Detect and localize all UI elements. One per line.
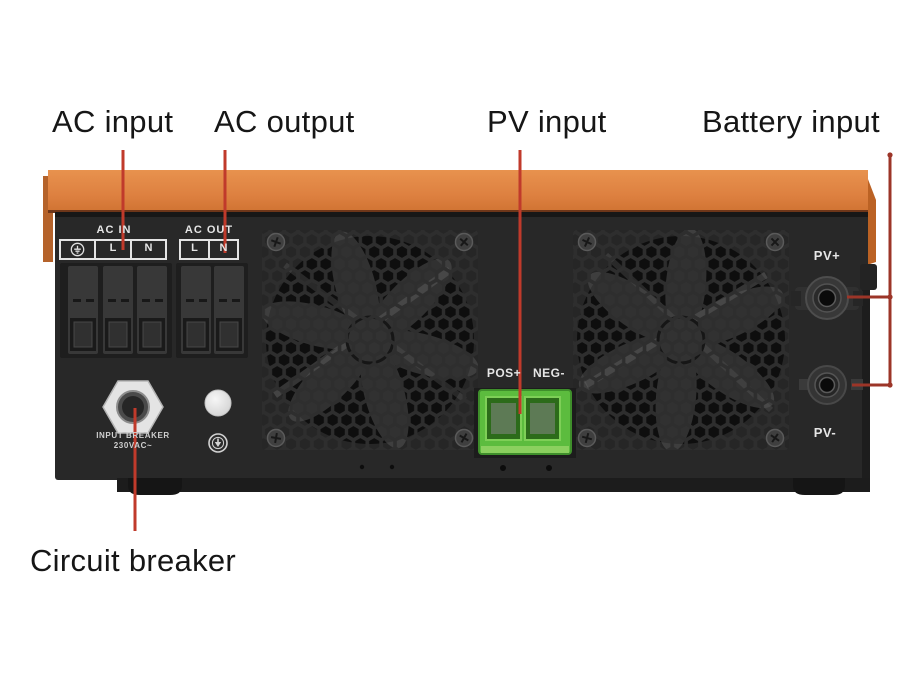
- label-ac-in-l: L: [109, 242, 117, 254]
- label-pv-pos: POS+: [486, 366, 522, 380]
- screw-icon: [577, 232, 785, 448]
- pv-input-connector: [359, 388, 576, 471]
- label-ac-in-n: N: [144, 242, 153, 254]
- label-pv-neg: NEG-: [533, 366, 565, 380]
- label-ac-out-n: N: [219, 242, 228, 254]
- ac-out-label-box: [179, 239, 239, 260]
- terminal-slots: [73, 299, 240, 302]
- circuit-breaker-button: [102, 380, 164, 434]
- label-ac-out-l: L: [191, 242, 198, 254]
- ac-terminal-blocks: [60, 263, 248, 358]
- callout-pv-input: PV input: [487, 104, 607, 139]
- label-input-breaker: INPUT BREAKER: [96, 431, 170, 440]
- orange-heatsink-top: [43, 170, 876, 266]
- battery-connector-pv-plus: [791, 276, 863, 320]
- label-pv-plus: PV+: [813, 248, 841, 263]
- label-input-breaker-voltage: 230VAC~: [113, 441, 153, 450]
- label-ac-in-title: AC IN: [96, 224, 132, 236]
- screw-icon: [266, 232, 474, 448]
- ground-icon: [70, 242, 85, 257]
- leader-bracket-battery-input: [847, 152, 893, 388]
- ground-screw-icon: [208, 433, 228, 453]
- right-fan-grille: [573, 230, 789, 450]
- bottom-stand: [117, 478, 870, 495]
- ac-terminal-area: [59, 239, 248, 358]
- callout-circuit-breaker: Circuit breaker: [30, 543, 237, 578]
- ac-in-label-box: [59, 239, 167, 260]
- terminal-wire-ports: [70, 318, 242, 351]
- callout-ac-input: AC input: [52, 104, 174, 139]
- callout-ac-output: AC output: [214, 104, 355, 139]
- label-ac-out-title: AC OUT: [184, 224, 234, 236]
- reset-button: [204, 389, 232, 417]
- left-fan-grille: [262, 230, 478, 450]
- label-pv-minus: PV-: [813, 425, 837, 440]
- callout-battery-input: Battery input: [702, 104, 880, 139]
